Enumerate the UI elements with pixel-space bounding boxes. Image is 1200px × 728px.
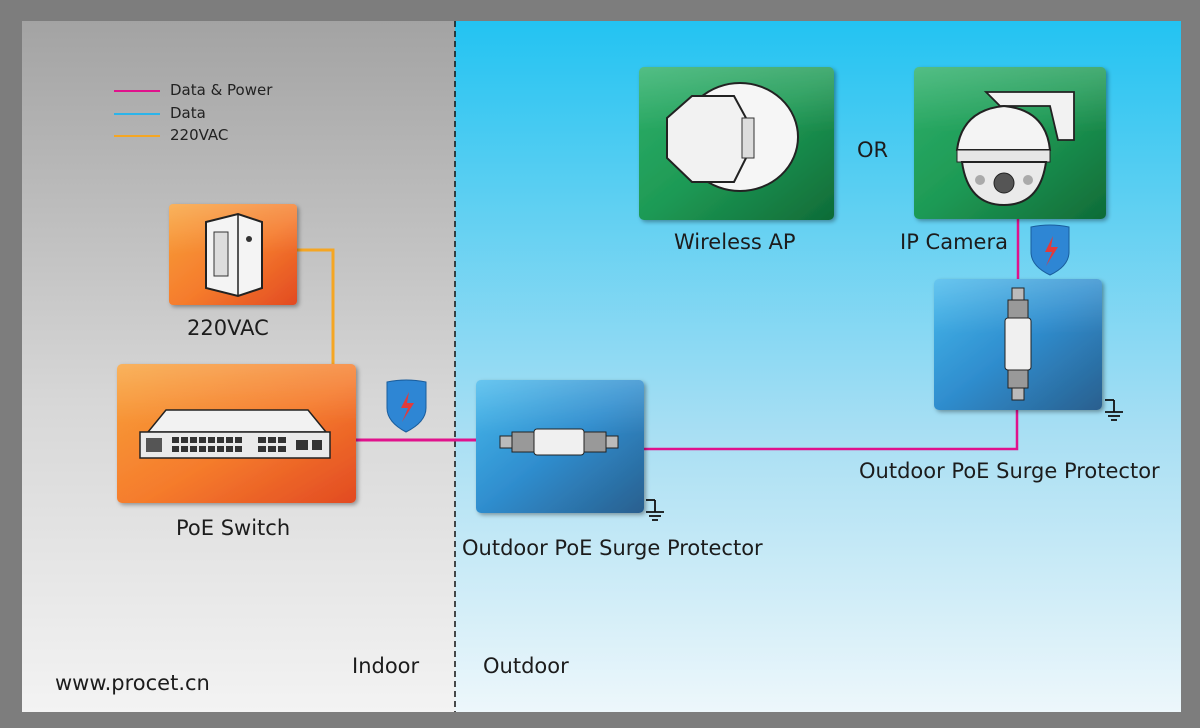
legend-item-ac: 220VAC bbox=[114, 126, 228, 144]
poe-switch-label: PoE Switch bbox=[176, 516, 291, 540]
wireless-ap-label: Wireless AP bbox=[674, 230, 796, 254]
legend-label: Data & Power bbox=[170, 81, 273, 99]
legend-label: 220VAC bbox=[170, 126, 229, 144]
ip-camera-label: IP Camera bbox=[900, 230, 1008, 254]
ac-power-line bbox=[297, 248, 335, 364]
legend-swatch bbox=[114, 112, 160, 115]
legend-label: Data bbox=[170, 104, 206, 122]
poe-switch-icon bbox=[139, 409, 331, 459]
surge-protector-icon-right bbox=[1004, 287, 1032, 401]
legend-item-data-power: Data & Power bbox=[114, 81, 272, 99]
protector-right-label: Outdoor PoE Surge Protector bbox=[859, 459, 1160, 483]
outdoor-label: Outdoor bbox=[483, 654, 569, 678]
indoor-label: Indoor bbox=[352, 654, 420, 678]
ground-icon bbox=[646, 499, 664, 521]
legend-item-data: Data bbox=[114, 104, 206, 122]
lightning-shield-icon bbox=[386, 379, 427, 433]
ground-icon bbox=[1105, 399, 1123, 421]
surge-protector-icon-left bbox=[499, 428, 619, 456]
data-power-line-outdoor bbox=[644, 410, 1019, 451]
legend-swatch bbox=[114, 134, 160, 137]
ups-icon bbox=[205, 212, 263, 298]
power-source-label: 220VAC bbox=[187, 316, 269, 340]
legend-swatch bbox=[114, 89, 160, 92]
ip-camera-icon bbox=[955, 91, 1075, 207]
protector-left-label: Outdoor PoE Surge Protector bbox=[462, 536, 763, 560]
wireless-ap-icon bbox=[666, 82, 799, 192]
lightning-shield-icon bbox=[1030, 224, 1070, 276]
or-label: OR bbox=[857, 138, 889, 162]
website-label: www.procet.cn bbox=[55, 671, 210, 695]
